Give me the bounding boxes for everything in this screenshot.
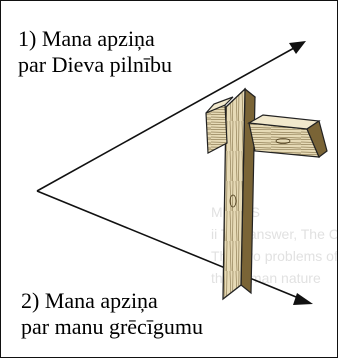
upper-arrowhead: [289, 41, 306, 54]
upper-label-line-2: par Dieva pilnību: [18, 52, 172, 77]
lower-arrow-line: [36, 190, 302, 300]
arrow-lines: [36, 41, 313, 305]
wooden-cross-icon: [205, 87, 328, 301]
lower-label-line-2: par manu grēcīgumu: [21, 314, 204, 339]
lower-arrow-label: 2) Mana apziņa par manu grēcīgumu: [21, 288, 204, 340]
upper-label-line-1: 1) Mana apziņa: [18, 26, 155, 51]
upper-arrow-line: [36, 47, 295, 192]
lower-arrowhead: [293, 293, 313, 305]
upper-arrow-label: 1) Mana apziņa par Dieva pilnību: [18, 26, 172, 78]
lower-label-line-1: 2) Mana apziņa: [21, 288, 158, 313]
